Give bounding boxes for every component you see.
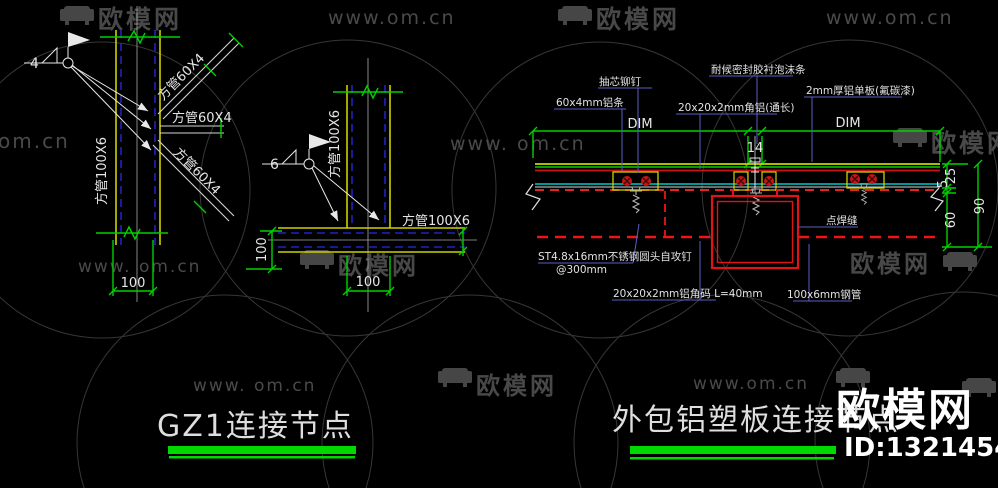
flag-node-circle: [303, 158, 315, 170]
fastener-plate-right: [846, 171, 885, 189]
flag-node-circle: [62, 57, 74, 69]
title-underline: [168, 446, 356, 454]
brace-lower-label: 方管60X4: [170, 145, 224, 199]
dim-25: 25: [944, 168, 959, 185]
column-hidden-lines: [120, 30, 156, 245]
label-tube: 100x6mm钢管: [787, 288, 861, 301]
weld-flag-number: 4: [30, 56, 39, 72]
drawing-titles: GZ1连接节点 外包铝塑板连接节点: [157, 403, 900, 460]
watermark-url: www. om.cn: [78, 257, 201, 277]
label-bracket: 20x20x2mm铝角码 L=40mm: [613, 287, 763, 300]
leader-arrow: [70, 66, 152, 151]
label-angle: 20x20x2mm角铝(通长): [678, 101, 794, 114]
rivet-icon: [849, 173, 861, 185]
sofa-icon: [60, 6, 94, 25]
leader-arrow: [311, 167, 339, 222]
fastener-plate-left: [612, 171, 659, 191]
joint-plate-right: [761, 171, 777, 191]
leader-arrow: [71, 64, 152, 130]
brace-mid-label: 方管60X4: [172, 110, 232, 126]
watermark-brand: 欧模网: [850, 250, 931, 278]
rivet-icon: [621, 175, 633, 187]
sofa-icon: [300, 250, 334, 269]
annotation-leaders: [538, 75, 902, 302]
leader-arrow: [313, 165, 380, 221]
logo-id: ID:1321454: [844, 433, 998, 463]
rivet-icon: [735, 175, 747, 187]
logo-brand: 欧模网: [836, 385, 974, 436]
member-edges: [278, 85, 465, 253]
panel-drawing: DIM DIM 14 25 5 60 90 抽芯铆钉 60x4mm铝条 耐候密封…: [525, 63, 992, 302]
self-tapping-screw-icon: [629, 186, 643, 214]
site-logo: 欧模网 ID:1321454: [836, 385, 998, 463]
member-hidden-lines: [278, 85, 465, 248]
watermark-brand: 欧模网: [98, 5, 182, 34]
rivet-icon: [640, 175, 652, 187]
label-sealant: 耐候密封胶衬泡沫条: [711, 63, 806, 76]
brace-upper-label: 方管60X4: [155, 50, 209, 104]
flag-icon: [68, 32, 90, 47]
watermark-url: www.om.cn: [693, 374, 809, 394]
watermark-url: www. om.cn: [450, 133, 586, 155]
dim-60: 60: [944, 212, 959, 229]
column-edges: [115, 30, 161, 245]
label-screw-line2: @300mm: [556, 264, 607, 276]
dim-90: 90: [973, 198, 988, 215]
flag-leader: [262, 148, 310, 165]
dim-joint-gap: 14: [747, 141, 764, 156]
break-symbols: [525, 183, 945, 212]
watermark-url: www. om.cn: [193, 376, 316, 396]
flag-icon: [309, 134, 331, 149]
steel-tube-inner: [716, 200, 794, 264]
leader-arrow: [71, 65, 149, 112]
watermark-brand: 欧模网: [931, 129, 998, 158]
joint-red-edges: [732, 189, 778, 196]
watermark-url: om.cn: [0, 129, 70, 153]
centerlines: [268, 58, 477, 312]
dimension-lines-green: [96, 29, 244, 296]
weld-flag-number: 6: [270, 157, 279, 173]
title-underline: [630, 446, 836, 454]
watermark-brand: 欧模网: [476, 372, 557, 400]
flag-leader: [24, 46, 69, 64]
width-dimension: 100: [356, 275, 381, 290]
sofa-icon: [558, 6, 592, 25]
baseplate-drawing: 6 方管100X6 方管100X6 100 100: [246, 58, 477, 312]
steel-tube-outer: [710, 194, 800, 270]
watermark-brand: 欧模网: [596, 5, 680, 34]
beam-label: 方管100X6: [402, 213, 470, 229]
watermark-url: www.om.cn: [328, 7, 456, 29]
title-underline-thin: [169, 456, 355, 459]
rivet-icon: [763, 175, 775, 187]
gz1-title: GZ1连接节点: [157, 409, 354, 444]
brace-lines: [152, 37, 240, 222]
rivet-icon: [866, 173, 878, 185]
label-panel: 2mm厚铝单板(氟碳漆): [806, 84, 915, 97]
joint-bolt-icon: [749, 157, 761, 188]
width-dimension: 100: [121, 276, 146, 291]
watermark-brand: 欧模网: [338, 252, 419, 280]
label-screw-line1: ST4.8x16mm不锈钢圆头自攻钉: [538, 250, 692, 263]
self-tapping-screw-icon: [858, 183, 870, 206]
watermark-circles: [0, 39, 998, 488]
dimension-lines-green: [246, 84, 468, 296]
column-label: 方管100X6: [327, 110, 343, 178]
label-strip: 60x4mm铝条: [556, 96, 624, 109]
label-rivet: 抽芯铆钉: [599, 75, 641, 88]
title-underline-thin: [630, 457, 834, 460]
dim-right: DIM: [835, 116, 860, 131]
watermark-url: www.om.cn: [826, 7, 954, 29]
height-dimension: 100: [255, 237, 270, 262]
sofa-icon: [438, 368, 472, 387]
panel-title: 外包铝塑板连接节点: [612, 403, 900, 438]
column-label: 方管100X6: [94, 137, 110, 205]
dim-5: 5: [936, 180, 951, 188]
watermark-layer: 欧模网 www.om.cn 欧模网 www.om.cn om.cn www. o…: [0, 5, 998, 488]
dim-left: DIM: [627, 117, 652, 132]
joint-plate-left: [733, 171, 749, 191]
sofa-icon: [943, 252, 977, 271]
label-weld: 点焊缝: [826, 214, 858, 227]
